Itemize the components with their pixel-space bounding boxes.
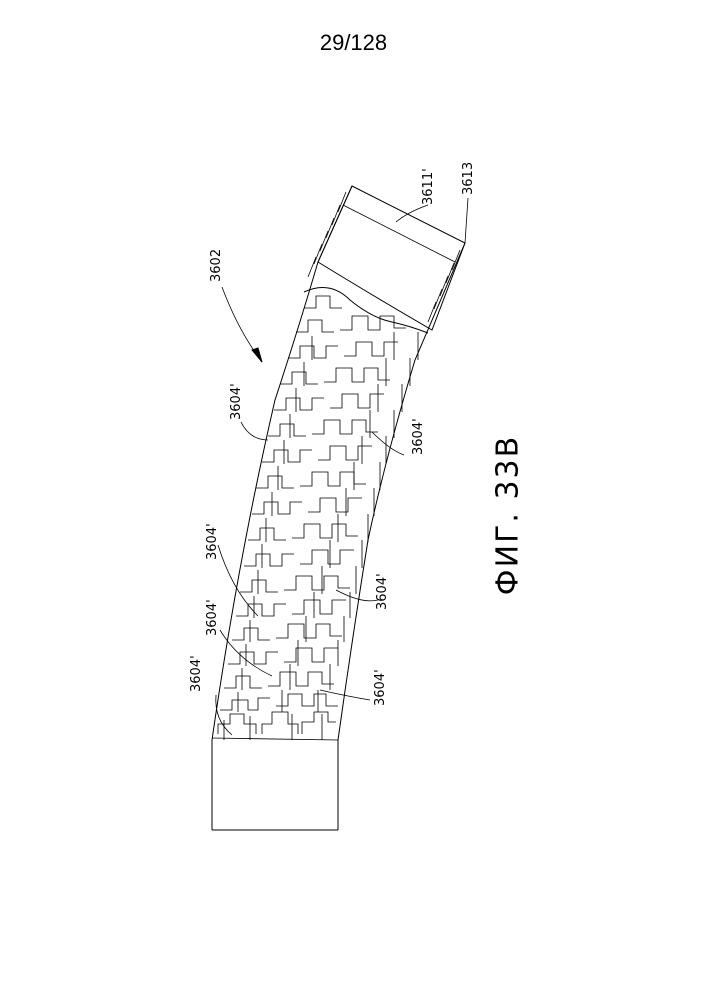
label-3604-c: 3604'	[205, 523, 220, 560]
tube-section-line	[212, 738, 338, 740]
label-3611: 3611'	[421, 168, 436, 205]
label-3613: 3613	[461, 162, 476, 195]
label-3604-f: 3604'	[373, 669, 388, 706]
tube-left-edge	[212, 186, 352, 830]
interlock-pattern	[218, 296, 418, 740]
label-3604-g: 3604'	[189, 655, 204, 692]
sheath-hatching	[308, 192, 460, 322]
tube-right-edge	[338, 243, 465, 830]
figure-caption: ФИГ. 33B	[491, 435, 526, 595]
sheath-inner-wall	[343, 205, 455, 262]
sheath-wavy-edge	[304, 288, 428, 334]
arrow-head	[252, 348, 262, 362]
label-3602: 3602	[209, 249, 224, 282]
label-3604-a: 3604'	[229, 383, 244, 420]
label-3604-b: 3604'	[411, 418, 426, 455]
label-3604-e: 3604'	[205, 599, 220, 636]
label-3604-d: 3604'	[375, 573, 390, 610]
